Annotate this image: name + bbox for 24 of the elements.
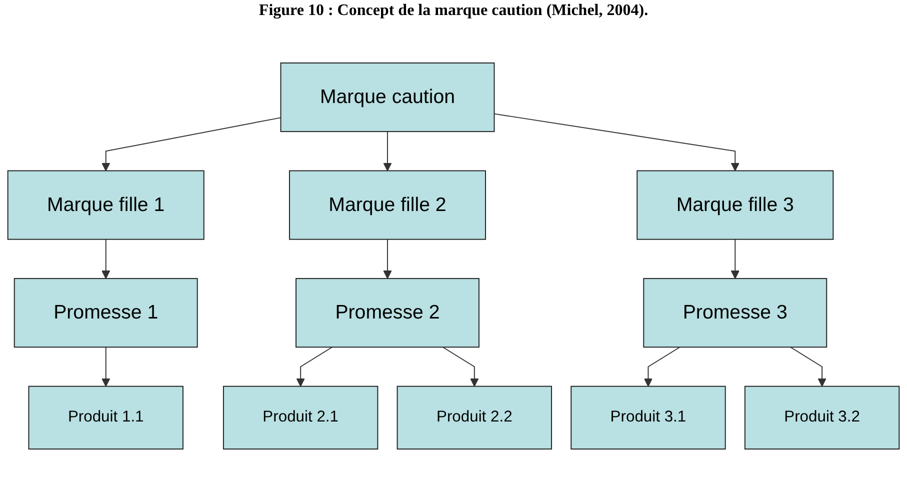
node-box: Marque caution bbox=[280, 62, 495, 132]
arrow bbox=[790, 346, 826, 387]
figure-title: Figure 10 : Concept de la marque caution (Michel, 2004). bbox=[258, 1, 650, 21]
arrow bbox=[494, 113, 740, 172]
node-box: Produit 2.1 bbox=[222, 386, 378, 450]
arrow bbox=[383, 238, 392, 279]
node-box: Marque fille 2 bbox=[289, 170, 486, 240]
arrow bbox=[102, 346, 110, 387]
node-box: Produit 3.1 bbox=[570, 386, 726, 450]
node-box: Produit 1.1 bbox=[28, 386, 184, 450]
arrow bbox=[102, 117, 282, 172]
node-box: Marque fille 1 bbox=[7, 170, 204, 240]
arrow bbox=[383, 131, 392, 172]
arrow bbox=[442, 346, 479, 387]
arrow bbox=[102, 238, 110, 279]
node-box: Produit 2.2 bbox=[396, 386, 552, 450]
node-box: Promesse 3 bbox=[643, 278, 828, 348]
arrow bbox=[644, 346, 680, 387]
node-box: Promesse 1 bbox=[14, 278, 198, 348]
node-box: Produit 3.2 bbox=[744, 386, 900, 450]
arrow bbox=[730, 238, 740, 279]
arrow bbox=[296, 346, 333, 387]
node-box: Promesse 2 bbox=[296, 278, 480, 348]
node-box: Marque fille 3 bbox=[636, 170, 834, 240]
